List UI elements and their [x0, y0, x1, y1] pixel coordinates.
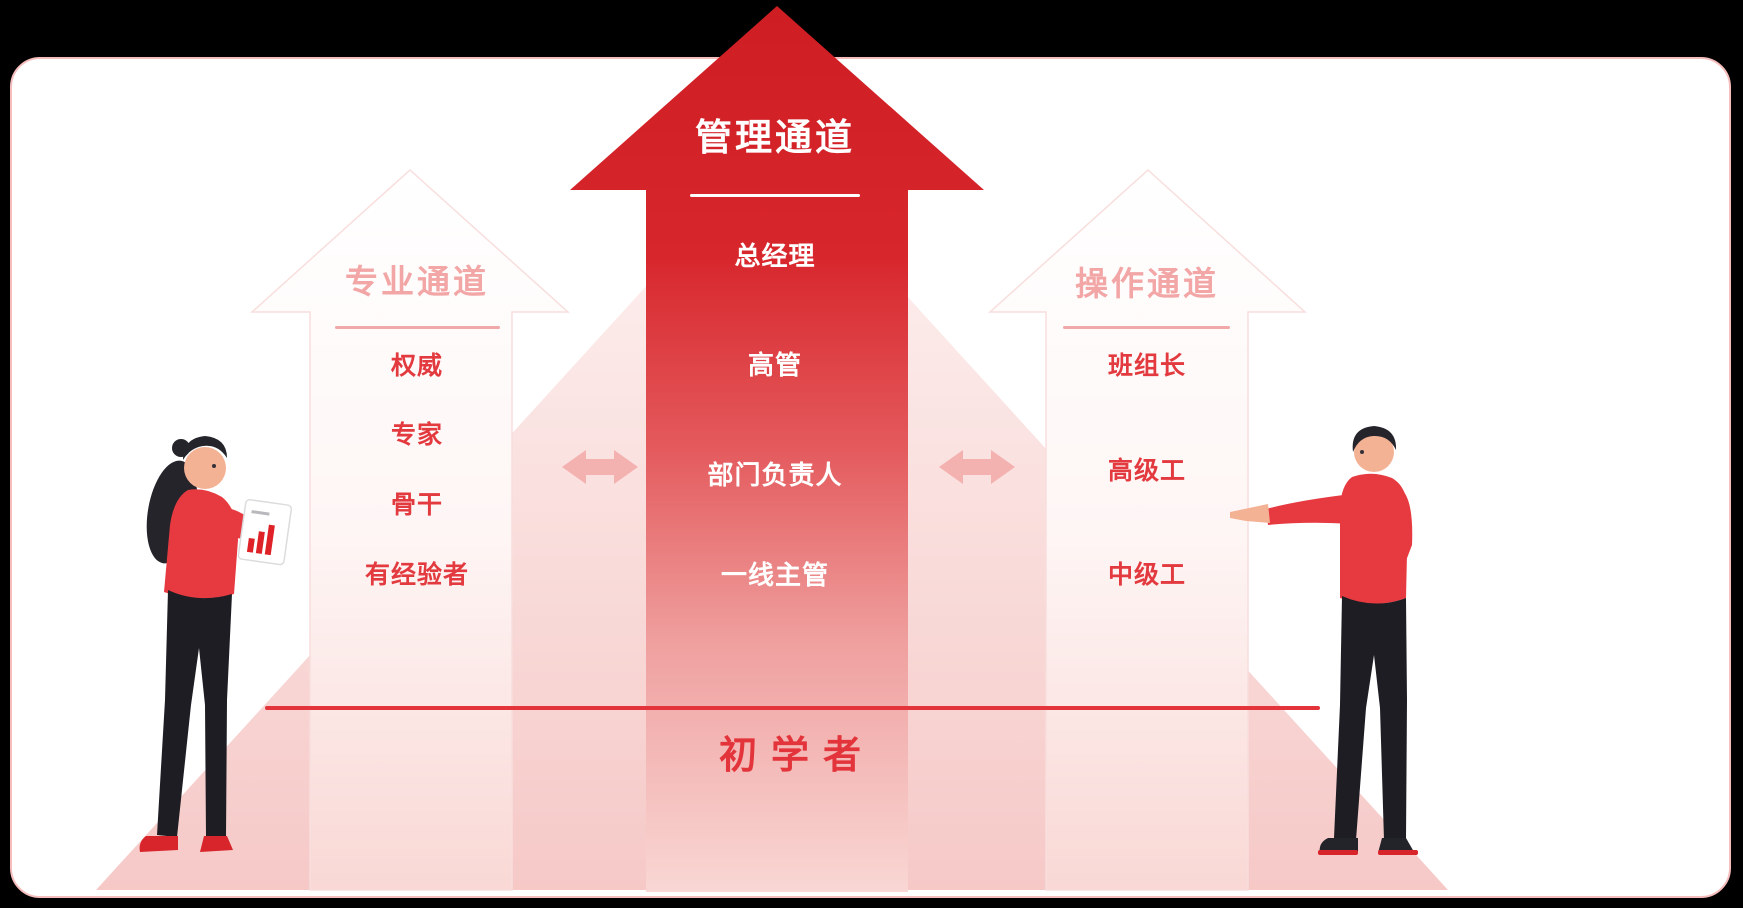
operation-level-1: 班组长 [1107, 352, 1186, 380]
beginner-divider-line [265, 706, 1320, 710]
woman-illustration [139, 436, 293, 852]
right-arrow-shape [988, 168, 1307, 891]
double-arrow-right-icon [939, 450, 1015, 484]
operation-level-3: 中级工 [1107, 561, 1186, 589]
professional-level-3: 骨干 [390, 491, 443, 519]
channel-professional-underline [335, 326, 500, 329]
channel-operation-title: 操作通道 [1075, 265, 1219, 302]
professional-level-4: 有经验者 [364, 561, 469, 589]
channel-management-title: 管理通道 [695, 117, 855, 158]
operation-level-2: 高级工 [1107, 457, 1186, 485]
channel-operation-underline [1063, 326, 1230, 329]
double-arrow-left-icon [562, 450, 638, 484]
center-arrow-shape [570, 6, 984, 892]
management-level-3: 部门负责人 [707, 460, 843, 490]
beginner-label: 初学者 [718, 735, 875, 777]
management-level-1: 总经理 [734, 241, 816, 271]
tablet-illustration [237, 498, 293, 566]
professional-level-1: 权威 [390, 352, 443, 380]
channel-management-underline [690, 194, 860, 197]
left-arrow-shape [250, 168, 570, 891]
management-level-2: 高管 [747, 350, 802, 380]
channel-professional-title: 专业通道 [345, 263, 489, 300]
management-level-4: 一线主管 [720, 560, 829, 590]
man-illustration [1230, 426, 1418, 855]
professional-level-2: 专家 [390, 421, 443, 449]
